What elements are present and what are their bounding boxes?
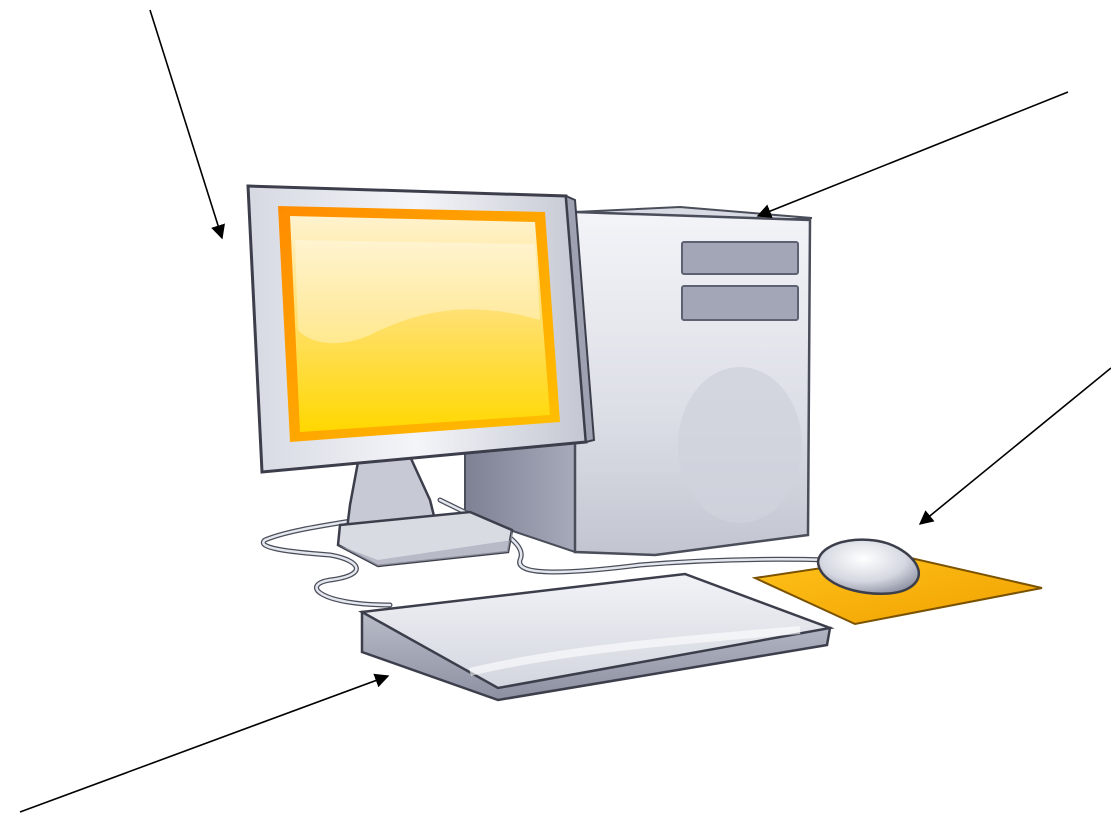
keyboard: [362, 574, 830, 700]
drive-bay-2: [682, 286, 798, 320]
arrow-to-mouse: [920, 368, 1111, 524]
arrow-to-keyboard: [20, 676, 388, 812]
tower-front-highlight: [678, 367, 802, 523]
arrow-to-monitor: [150, 10, 222, 238]
drive-bay-1: [682, 242, 798, 274]
arrow-to-system-unit: [758, 92, 1068, 216]
